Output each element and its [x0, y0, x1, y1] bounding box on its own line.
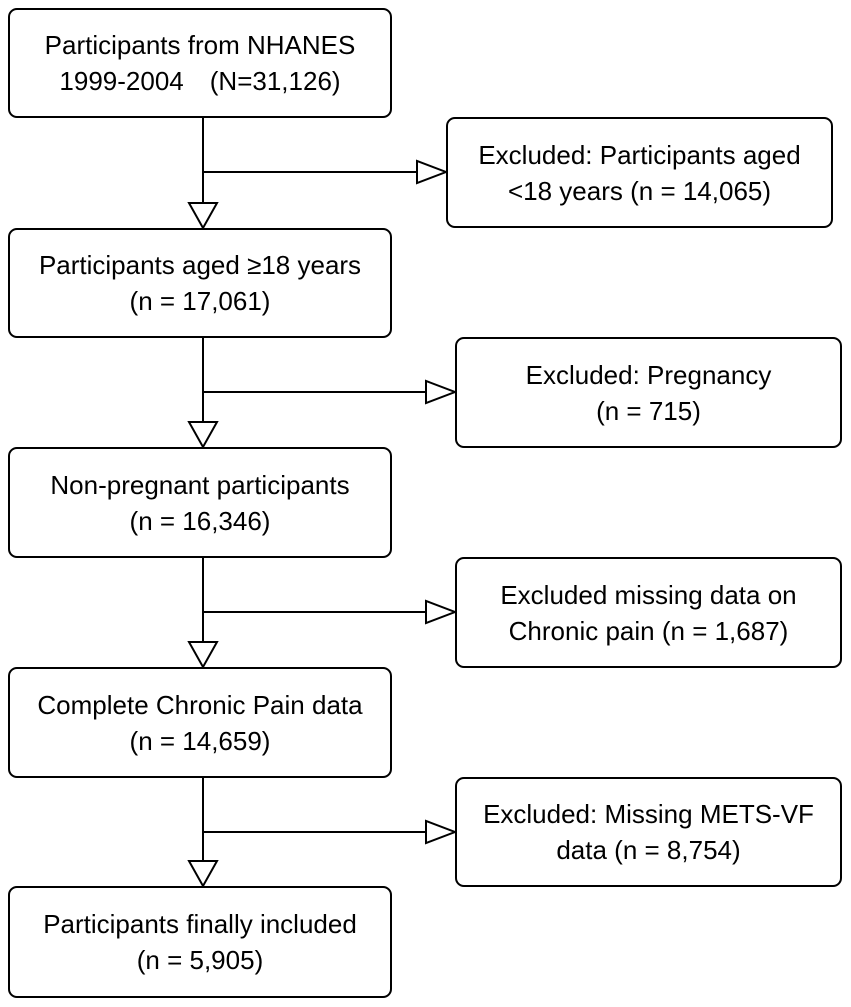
main-box-complete-chronic-pain: Complete Chronic Pain data (n = 14,659) — [8, 667, 392, 778]
main-box-participants-nhanes: Participants from NHANES 1999-2004 (N=31… — [8, 8, 392, 118]
box-text-line-2: data (n = 8,754) — [556, 835, 741, 865]
box-text-line-1: Participants from NHANES — [44, 30, 356, 60]
box-text-line-2: (n = 14,659) — [129, 725, 271, 756]
right-arrowhead-3 — [425, 599, 458, 625]
box-text-line-1: Excluded: Pregnancy — [525, 359, 772, 390]
box-text-line-1: Non-pregnant participants — [50, 469, 350, 500]
exclusion-box-pregnancy: Excluded: Pregnancy (n = 715) — [455, 337, 842, 448]
box-text-line-1: Complete Chronic Pain data — [37, 689, 363, 720]
box-text-line-2: Chronic pain (n = 1,687) — [508, 615, 789, 646]
down-arrowhead-2 — [187, 421, 219, 450]
down-arrowhead-3 — [187, 641, 219, 670]
exclusion-box-missing-mets-vf: Excluded: Missing METS-VF data (n = 8,75… — [455, 777, 842, 887]
box-text-line-1: Participants aged ≥18 years — [38, 250, 362, 280]
box-text-line-2: (n = 17,061) — [129, 286, 271, 316]
right-arrowhead-4 — [425, 819, 458, 845]
down-arrowhead-4 — [187, 860, 219, 889]
main-box-non-pregnant: Non-pregnant participants (n = 16,346) — [8, 447, 392, 558]
exclusion-box-missing-chronic-pain: Excluded missing data on Chronic pain (n… — [455, 557, 842, 668]
box-text-line-2: (n = 5,905) — [136, 945, 264, 975]
main-box-participants-aged-18: Participants aged ≥18 years (n = 17,061) — [8, 228, 392, 338]
box-text-line-2: <18 years (n = 14,065) — [507, 175, 772, 206]
box-text-line-2: 1999-2004 (N=31,126) — [59, 66, 341, 96]
main-box-finally-included: Participants finally included (n = 5,905… — [8, 886, 392, 998]
box-text-line-1: Excluded: Participants aged — [478, 139, 801, 170]
right-arrowhead-2 — [425, 379, 458, 405]
box-text-line-1: Participants finally included — [43, 909, 357, 939]
right-arrowhead-1 — [416, 159, 449, 185]
box-text-line-2: (n = 16,346) — [129, 505, 271, 536]
down-arrowhead-1 — [187, 202, 219, 231]
box-text-line-1: Excluded: Missing METS-VF — [483, 799, 814, 829]
box-text-line-1: Excluded missing data on — [500, 579, 797, 610]
exclusion-box-under-18: Excluded: Participants aged <18 years (n… — [446, 117, 833, 228]
box-text-line-2: (n = 715) — [596, 395, 701, 426]
